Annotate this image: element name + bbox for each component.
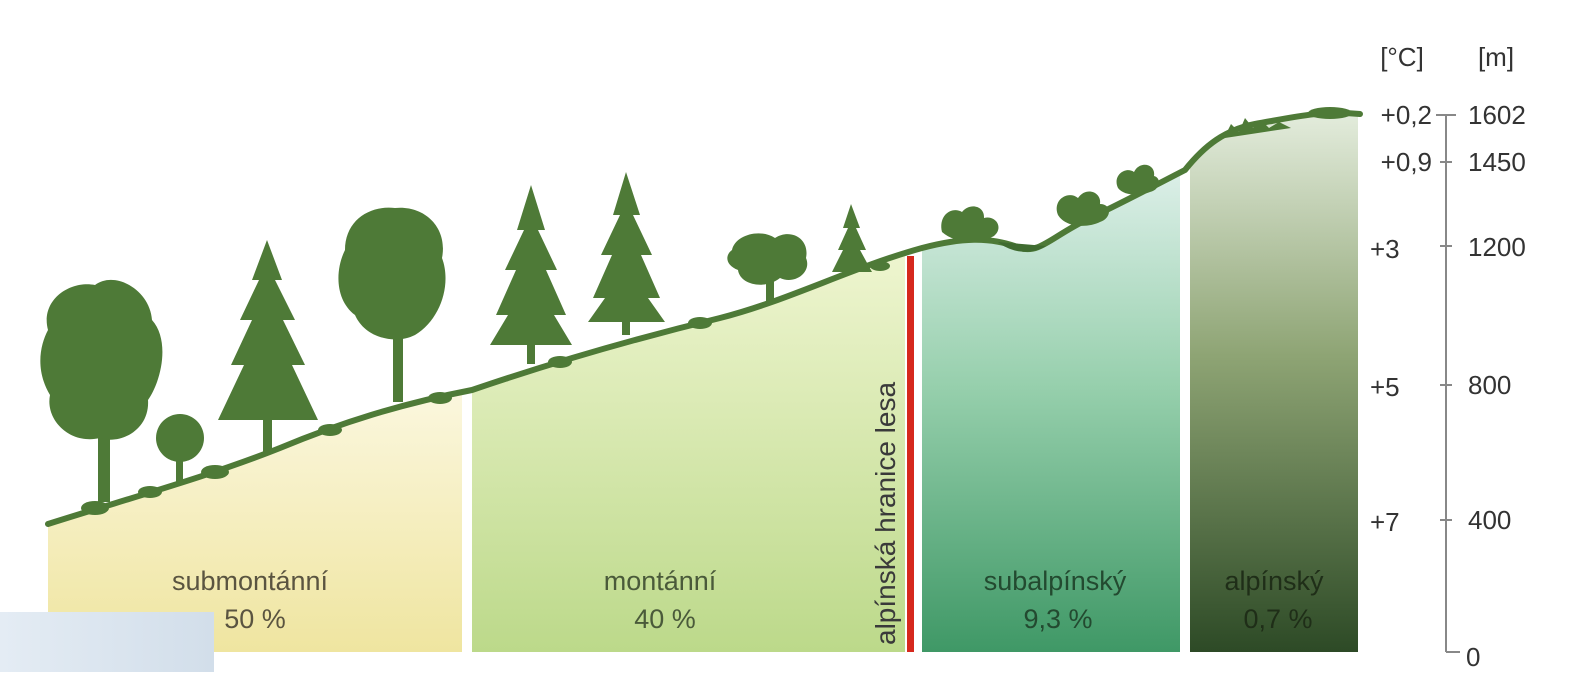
zone-label-submontane: submontánní (172, 566, 329, 596)
zone-label-alpine: alpínský (1224, 566, 1324, 596)
zone-percent-alpine: 0,7 % (1243, 604, 1312, 634)
zone-percent-montane: 40 % (634, 604, 696, 634)
alt-header: [m] (1478, 42, 1514, 72)
scale-temp-value: +0,9 (1381, 147, 1432, 177)
treeline-line (907, 256, 914, 652)
zone-band-alpine (1190, 113, 1358, 653)
scale-temp-value: +0,2 (1381, 100, 1432, 130)
treeline-label: alpínská hranice lesa (870, 382, 901, 645)
conifer-tree-3 (588, 172, 665, 335)
scale-alt-value: 1200 (1468, 232, 1526, 262)
zone-label-subalpine: subalpínský (984, 566, 1127, 596)
zone-percent-subalpine: 9,3 % (1023, 604, 1092, 634)
overlapping-image-fragment (0, 612, 214, 672)
scale-row-1602: +0,2 1602 (1381, 100, 1526, 130)
dwarf-pine-3 (1116, 164, 1159, 195)
zone-band-montane (472, 255, 905, 652)
zone-band-submontane (48, 392, 462, 652)
zone-label-montane: montánní (604, 566, 717, 596)
deciduous-tree-4 (727, 233, 808, 302)
conifer-tree-4 (832, 204, 872, 272)
scale-alt-value: 800 (1468, 370, 1511, 400)
scale-alt-value: 1602 (1468, 100, 1526, 130)
altitude-scale: [°C] [m] +0,2 1602 +0,9 1450 +3 1200 +5 … (1370, 42, 1526, 672)
scale-temp-value: +7 (1370, 507, 1400, 537)
scale-row-400: +7 400 (1370, 505, 1511, 537)
zone-percent-submontane: 50 % (224, 604, 286, 634)
dwarf-pine-2 (1056, 191, 1109, 226)
zone-band-subalpine (922, 172, 1180, 652)
scale-alt-value: 0 (1466, 642, 1480, 672)
scale-temp-value: +5 (1370, 372, 1400, 402)
scale-row-800: +5 800 (1370, 370, 1511, 402)
ground-shrubs (81, 107, 1352, 515)
scale-temp-value: +3 (1370, 234, 1400, 264)
scale-alt-value: 1450 (1468, 147, 1526, 177)
zone-bands (48, 113, 1358, 653)
temp-header: [°C] (1380, 42, 1424, 72)
conifer-tree-1 (218, 240, 318, 452)
scale-row-1450: +0,9 1450 (1381, 147, 1526, 177)
deciduous-tree-1 (40, 279, 163, 502)
deciduous-tree-3 (338, 207, 446, 402)
conifer-tree-2 (490, 185, 572, 364)
dwarf-pine-1 (941, 206, 999, 242)
scale-alt-value: 400 (1468, 505, 1511, 535)
mountain-lake (998, 242, 1046, 252)
scale-row-0: 0 (1446, 642, 1480, 672)
scale-row-1200: +3 1200 (1370, 232, 1526, 264)
deciduous-tree-2 (156, 414, 204, 483)
